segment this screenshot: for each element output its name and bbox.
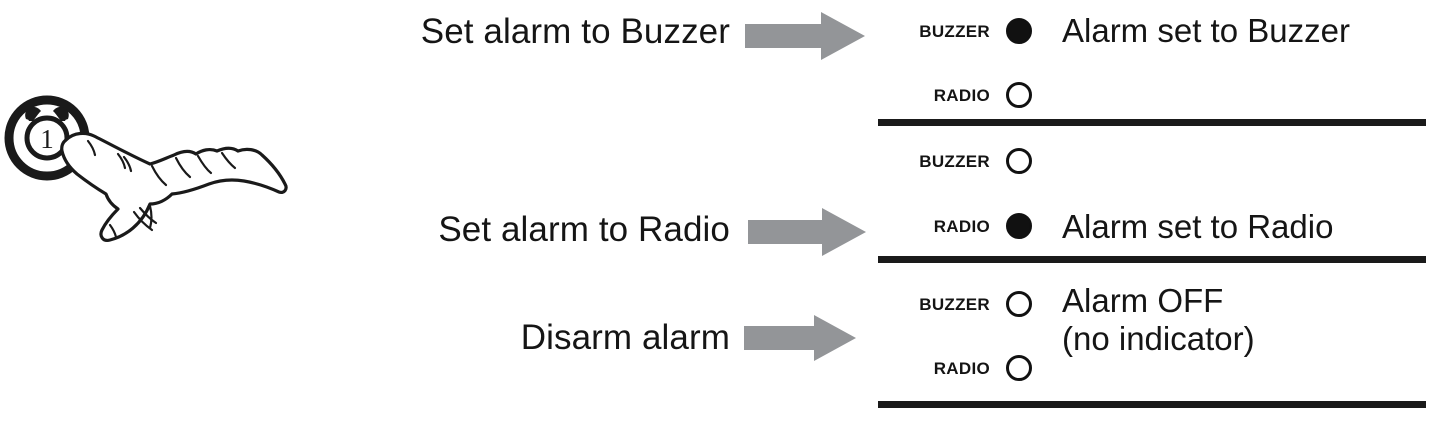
indicator-label-group3-radio: RADIO <box>933 358 990 378</box>
action-label-disarm: Disarm alarm <box>520 318 730 357</box>
indicator-row-group3-radio: RADIO <box>878 355 1032 381</box>
indicator-dot-group1-buzzer-on <box>1006 18 1032 44</box>
indicator-dot-group3-radio-off <box>1006 355 1032 381</box>
indicator-label-group1-radio: RADIO <box>933 85 990 105</box>
hand-pressing-button-illustration: 1 <box>0 88 320 288</box>
indicator-label-group3-buzzer: BUZZER <box>919 294 990 314</box>
panel-divider-3 <box>878 401 1426 408</box>
indicator-row-group2-radio: RADIO <box>878 213 1032 239</box>
hand-outline <box>60 131 288 242</box>
right-arrow-icon-3 <box>744 315 856 361</box>
panel-divider-1 <box>878 119 1426 126</box>
result-text-group2: Alarm set to Radio <box>1062 208 1334 245</box>
hand-detail-lines <box>86 139 237 239</box>
action-label-set-buzzer: Set alarm to Buzzer <box>420 12 730 51</box>
indicator-dot-group1-radio-off <box>1006 82 1032 108</box>
alarm-button-number: 1 <box>40 124 54 154</box>
result-text-group1: Alarm set to Buzzer <box>1062 12 1350 49</box>
indicator-label-group1-buzzer: BUZZER <box>919 21 990 41</box>
panel-divider-2 <box>878 256 1426 263</box>
result-text-group3-line1: Alarm OFF <box>1062 282 1224 319</box>
indicator-dot-group3-buzzer-off <box>1006 291 1032 317</box>
indicator-panel: BUZZER RADIO Alarm set to Buzzer BUZZER … <box>878 0 1428 422</box>
indicator-row-group2-buzzer: BUZZER <box>878 148 1032 174</box>
result-text-group3-line2: (no indicator) <box>1062 320 1255 358</box>
indicator-dot-group2-radio-on <box>1006 213 1032 239</box>
right-arrow-icon-1 <box>745 12 865 60</box>
action-label-set-radio: Set alarm to Radio <box>438 210 730 249</box>
right-arrow-icon-2 <box>748 208 866 256</box>
indicator-label-group2-radio: RADIO <box>933 216 990 236</box>
indicator-dot-group2-buzzer-off <box>1006 148 1032 174</box>
indicator-row-group3-buzzer: BUZZER <box>878 291 1032 317</box>
alarm-clock-icon <box>25 106 69 121</box>
indicator-row-group1-radio: RADIO <box>878 82 1032 108</box>
indicator-row-group1-buzzer: BUZZER <box>878 18 1032 44</box>
indicator-label-group2-buzzer: BUZZER <box>919 151 990 171</box>
result-text-group3: Alarm OFF (no indicator) <box>1062 282 1255 359</box>
